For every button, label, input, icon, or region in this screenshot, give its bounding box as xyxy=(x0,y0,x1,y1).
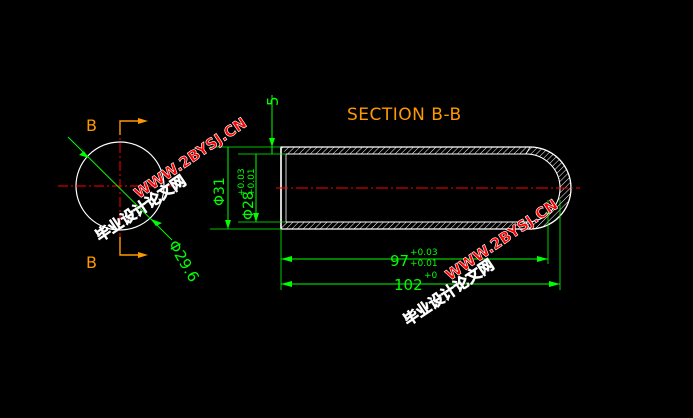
diameter-arrow-upper xyxy=(79,146,89,158)
section-arrow-bottom xyxy=(138,252,148,258)
dim-wall-offset-label: 5 xyxy=(264,96,282,106)
section-marker-bottom-label: B xyxy=(86,253,97,272)
total-length-arrow-left xyxy=(281,281,292,287)
section-cut-marker-bottom xyxy=(119,237,140,256)
dim-total-length-tol-upper: +0 xyxy=(424,271,438,281)
dim-total-length-label: 102 xyxy=(394,276,423,294)
diameter-arrow-lower xyxy=(151,219,162,232)
watermark-1-url: WWW.2BYSJ.CN xyxy=(131,114,250,203)
tube-wall-hatch-bottom xyxy=(281,222,530,229)
inner-length-arrow-left xyxy=(281,256,292,262)
dim-inner-length-tol-upper: +0.03 xyxy=(410,248,438,258)
dim-inner-tol-lower: +0.01 xyxy=(247,168,257,196)
tube-wall-hatch-top xyxy=(281,147,530,154)
dim-inner-tol-upper: +0.03 xyxy=(237,168,247,196)
section-marker-top-label: B xyxy=(86,116,97,135)
dim-inner-length-tol-lower: +0.01 xyxy=(410,259,438,269)
total-length-arrow-right xyxy=(549,281,560,287)
inner-diameter-arrow-bottom xyxy=(253,213,259,222)
section-arrow-top xyxy=(138,118,148,124)
dim-inner-diameter-label: Φ28 xyxy=(241,191,257,220)
longitudinal-section-view: SECTION B-B Φ31 Φ28 +0.03 +0.01 5 xyxy=(210,95,580,294)
outer-diameter-arrow-bottom xyxy=(225,220,231,229)
dim-outer-diameter-label: Φ31 xyxy=(212,177,228,206)
section-cut-marker-top xyxy=(119,120,140,135)
watermark-2-url: WWW.2BYSJ.CN xyxy=(442,196,561,285)
dim-inner-length-label: 97 xyxy=(390,252,409,270)
inner-length-arrow-right xyxy=(537,256,548,262)
wall-arrow xyxy=(269,138,275,147)
section-title: SECTION B-B xyxy=(347,105,462,125)
circle-section-view: B B Φ29.6 xyxy=(58,116,203,285)
circle-diameter-label: Φ29.6 xyxy=(165,237,203,285)
